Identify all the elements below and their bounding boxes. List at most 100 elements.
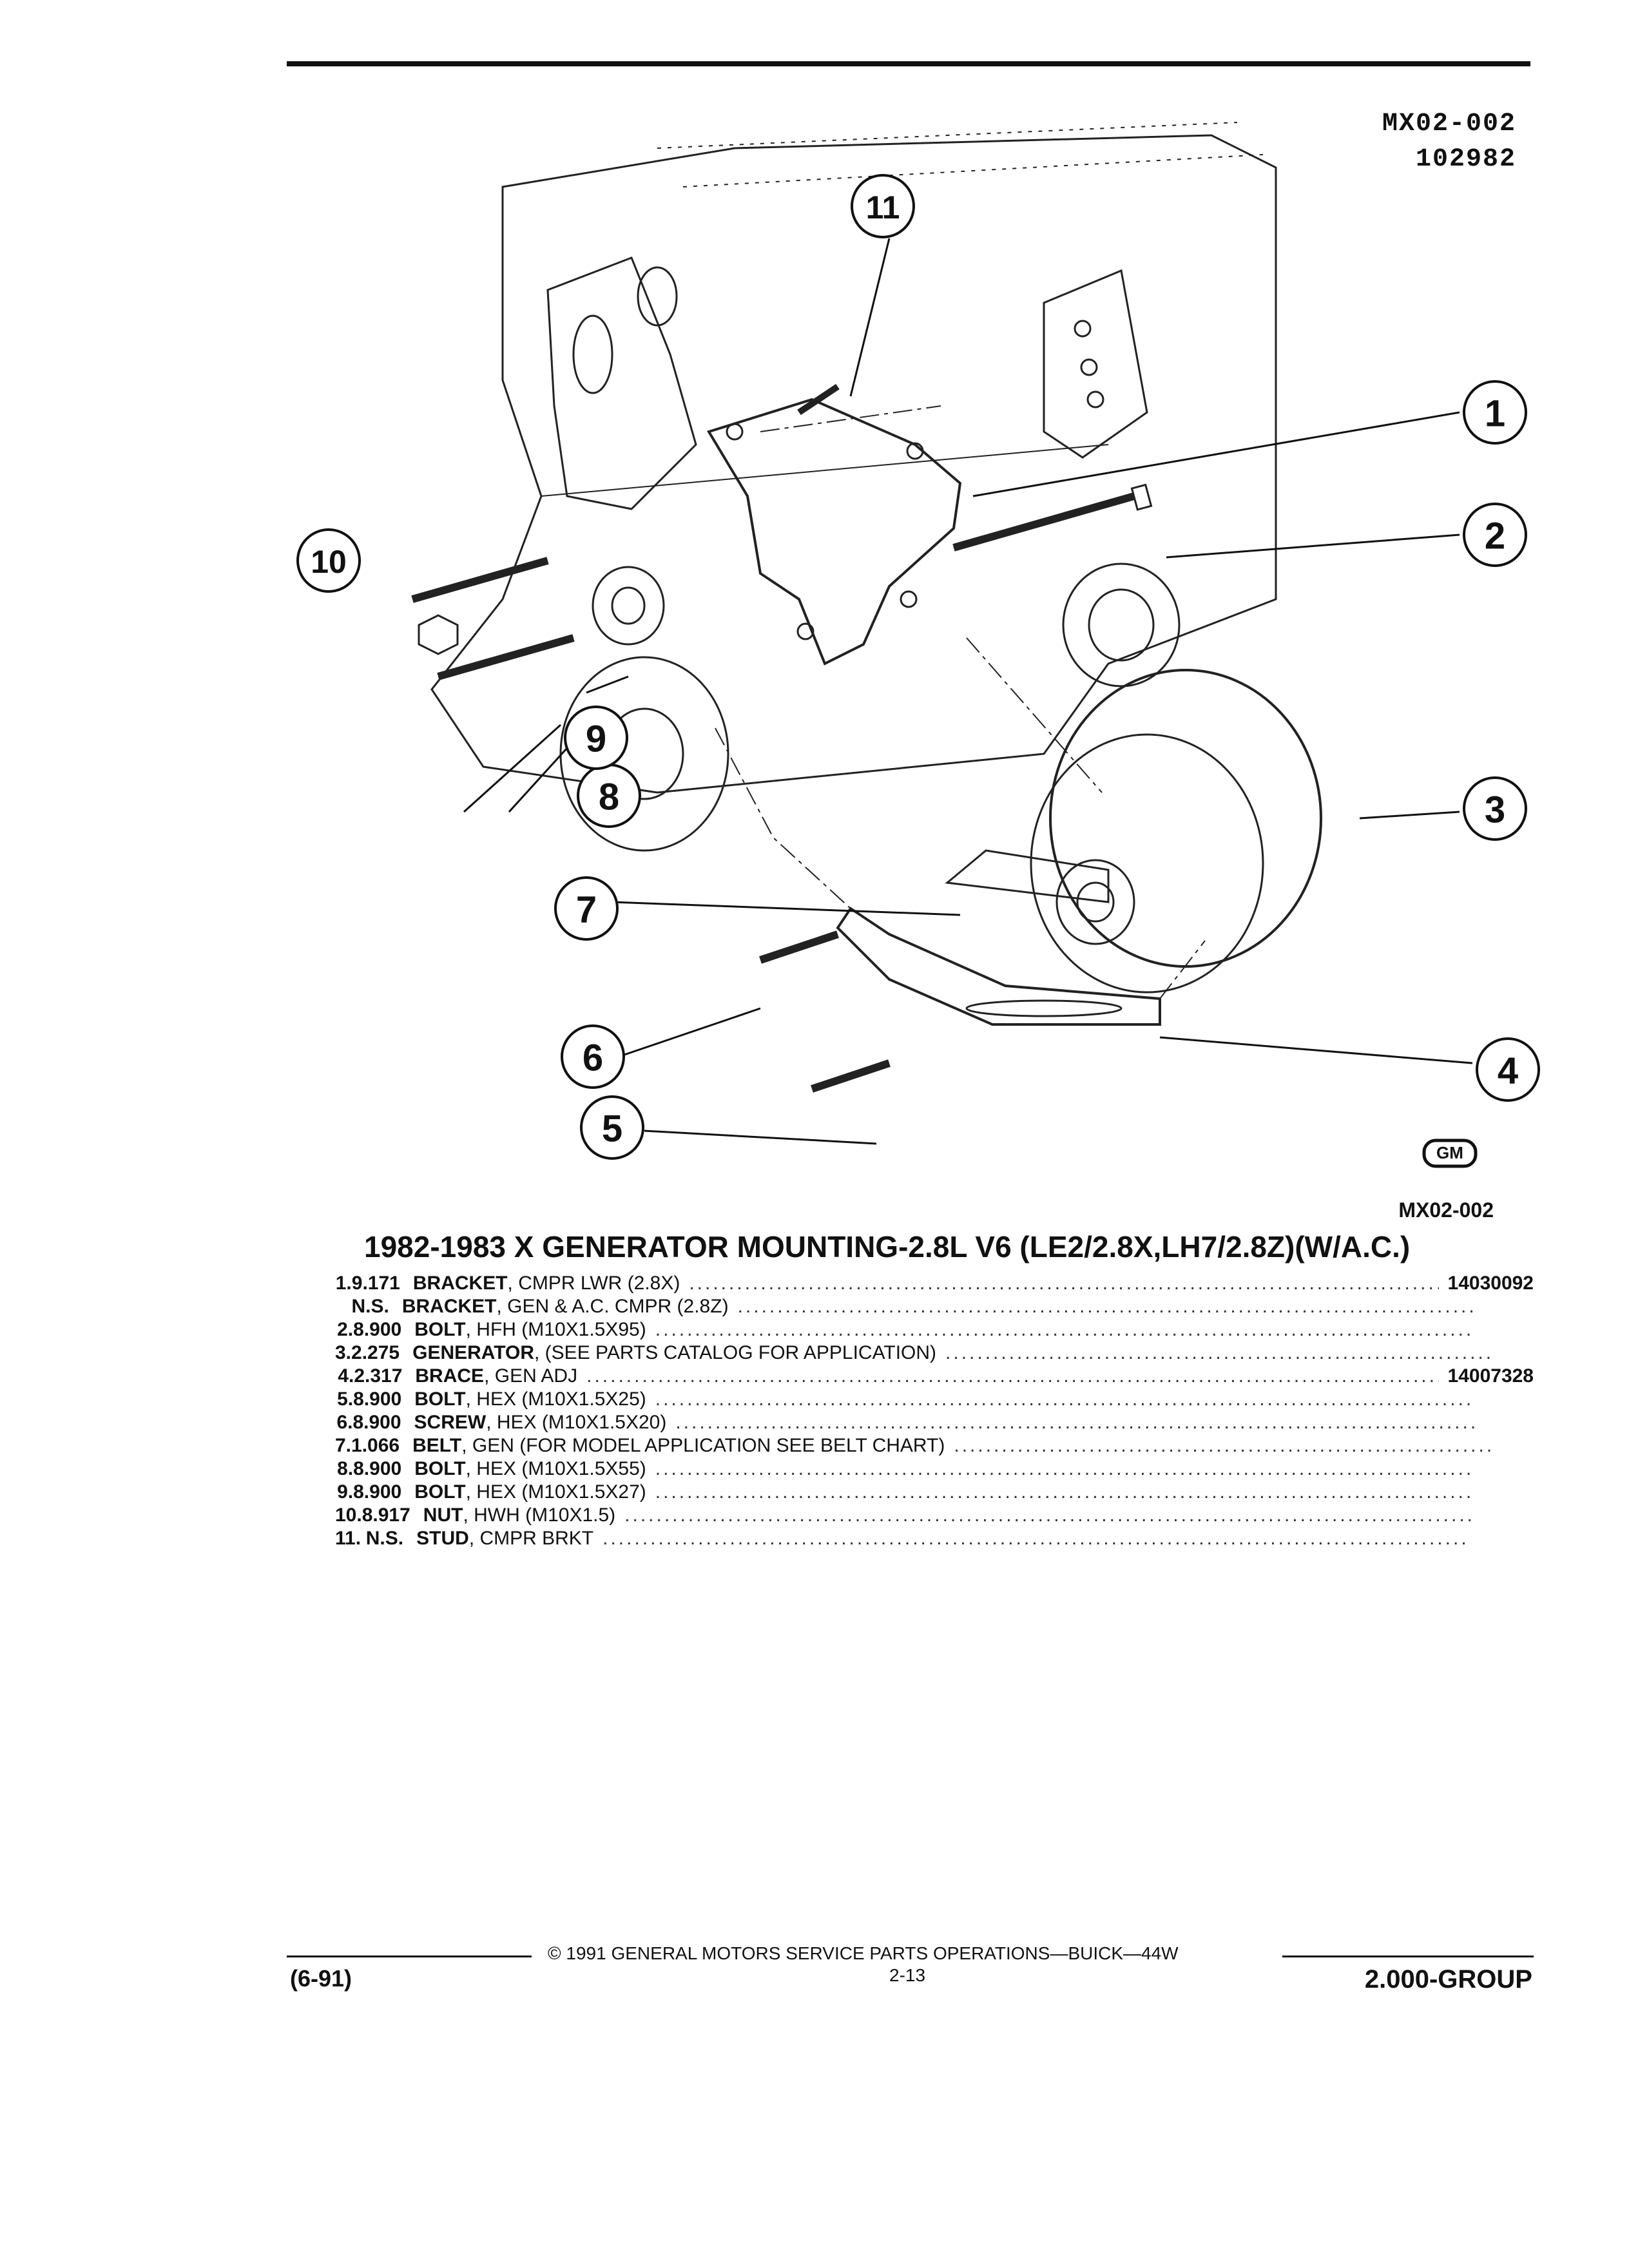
footer-rule-left (287, 1956, 532, 1957)
item-name: SCREW (414, 1412, 487, 1433)
item-name: BELT (412, 1435, 462, 1456)
parts-list-row: 3.2.275 GENERATOR, (SEE PARTS CATALOG FOR… (335, 1342, 1534, 1365)
callout-8: 8 (599, 776, 619, 818)
item-detail: , HEX (M10X1.5X20) (486, 1412, 667, 1433)
generator (1049, 669, 1322, 968)
item-code: 2.317 (354, 1365, 403, 1387)
item-detail: , (SEE PARTS CATALOG FOR APPLICATION) (534, 1342, 937, 1363)
callout-5: 5 (602, 1108, 622, 1150)
parts-list-row: 9.8.900 BOLT, HEX (M10X1.5X27) (335, 1481, 1534, 1504)
dot-leader (602, 1528, 1470, 1550)
item-code: 8.900 (353, 1389, 402, 1410)
item-code: 8.900 (352, 1412, 401, 1433)
item-number: 1. (335, 1273, 352, 1294)
parts-list-row: 6.8.900 SCREW, HEX (M10X1.5X20) (335, 1412, 1534, 1435)
gm-logo-icon: GM (1422, 1139, 1478, 1168)
callout-10: 10 (311, 544, 347, 580)
item-name: BRACKET (412, 1273, 508, 1294)
dot-leader (675, 1412, 1474, 1434)
callout-4: 4 (1498, 1050, 1518, 1092)
item-detail: , GEN (FOR MODEL APPLICATION SEE BELT CH… (461, 1435, 945, 1456)
diagram-caption-code: MX02-002 (1398, 1198, 1494, 1222)
item-code: 8.917 (361, 1504, 410, 1526)
part-number: 14030092 (1447, 1273, 1534, 1294)
item-number: 7. (335, 1435, 352, 1456)
group-number: 2.000-GROUP (1364, 1965, 1532, 1994)
item-name: STUD (416, 1528, 469, 1549)
top-rule (287, 61, 1530, 66)
parts-list-row: 10.8.917 NUT, HWH (M10X1.5) (335, 1504, 1534, 1528)
item-code: 2.275 (351, 1342, 400, 1363)
item-description: BRACE, GEN ADJ (415, 1365, 577, 1387)
footer-rule-right (1282, 1956, 1534, 1957)
item-number: 3. (335, 1342, 352, 1363)
dot-leader (655, 1319, 1473, 1341)
item-description: BOLT, HEX (M10X1.5X55) (414, 1458, 646, 1480)
dot-leader (655, 1458, 1473, 1480)
item-number: 11. (335, 1528, 361, 1549)
dot-leader (945, 1342, 1490, 1364)
item-name: BOLT (414, 1458, 466, 1479)
nut (418, 614, 459, 655)
callout-3: 3 (1485, 789, 1505, 831)
parts-list-row: 5.8.900 BOLT, HEX (M10X1.5X25) (335, 1389, 1534, 1412)
copyright-notice: © 1991 GENERAL MOTORS SERVICE PARTS OPER… (548, 1943, 1179, 1963)
item-detail: , HFH (M10X1.5X95) (465, 1319, 646, 1340)
figure-code: MX02-002 (1382, 110, 1516, 139)
item-detail: , HEX (M10X1.5X25) (465, 1389, 646, 1410)
parts-list-row: 4.2.317 BRACE, GEN ADJ 14007328 (335, 1365, 1534, 1389)
item-name: NUT (423, 1504, 463, 1526)
dot-leader (655, 1481, 1473, 1503)
dot-leader (738, 1296, 1478, 1318)
parts-list-row: 7.1.066 BELT, GEN (FOR MODEL APPLICATION … (335, 1435, 1534, 1458)
item-detail: , HWH (M10X1.5) (463, 1504, 616, 1526)
item-description: SCREW, HEX (M10X1.5X20) (414, 1412, 667, 1434)
item-number: 8. (337, 1458, 354, 1479)
item-detail: , GEN ADJ (484, 1365, 578, 1387)
section-title: 1982-1983 X GENERATOR MOUNTING-2.8L V6 (… (364, 1230, 1411, 1264)
belt (945, 849, 1110, 903)
parts-list-row: 11.N.S.STUD, CMPR BRKT (335, 1528, 1534, 1551)
item-description: BOLT, HFH (M10X1.5X95) (414, 1319, 646, 1341)
revision-date: (6-91) (290, 1965, 352, 1992)
water-pump-pulley (592, 566, 665, 646)
callout-1: 1 (1485, 393, 1505, 435)
generator-mounting-diagram: 1 2 3 4 5 6 7 8 9 10 11 GM (296, 122, 1540, 1168)
item-number: 10. (335, 1504, 362, 1526)
item-code: 8.900 (353, 1319, 402, 1340)
item-detail: , HEX (M10X1.5X27) (465, 1481, 646, 1503)
item-number: 5. (337, 1389, 354, 1410)
figure-number: 102982 (1415, 145, 1516, 174)
item-description: BOLT, HEX (M10X1.5X27) (414, 1481, 646, 1503)
callout-11: 11 (866, 189, 900, 226)
dot-leader (655, 1389, 1473, 1410)
item-detail: , CMPR LWR (2.8X) (507, 1273, 680, 1294)
item-code: 8.900 (353, 1481, 402, 1503)
item-name: BOLT (414, 1389, 466, 1410)
item-detail: , GEN & A.C. CMPR (2.8Z) (496, 1296, 729, 1317)
item-description: STUD, CMPR BRKT (416, 1528, 593, 1550)
item-number: 4. (338, 1365, 354, 1387)
callout-6: 6 (583, 1037, 603, 1079)
item-description: BRACKET, GEN & A.C. CMPR (2.8Z) (402, 1296, 729, 1318)
parts-list-row: N.S. BRACKET, GEN & A.C. CMPR (2.8Z) (335, 1296, 1534, 1319)
item-description: GENERATOR, (SEE PARTS CATALOG FOR APPLIC… (412, 1342, 936, 1364)
item-number: 6. (336, 1412, 353, 1433)
item-description: BELT, GEN (FOR MODEL APPLICATION SEE BEL… (412, 1435, 945, 1457)
callout-2: 2 (1485, 515, 1505, 557)
item-description: BOLT, HEX (M10X1.5X25) (414, 1389, 646, 1410)
dot-leader (624, 1504, 1471, 1526)
item-name: BRACE (415, 1365, 485, 1387)
callout-9: 9 (586, 718, 606, 760)
dot-leader (954, 1435, 1490, 1457)
engine-block (430, 134, 1277, 794)
part-number: 14007328 (1447, 1365, 1534, 1387)
item-code: 1.066 (351, 1435, 400, 1456)
item-number: 9. (337, 1481, 354, 1503)
item-code: N.S. (351, 1296, 389, 1317)
svg-text:GM: GM (1436, 1143, 1463, 1162)
item-number: 2. (337, 1319, 354, 1340)
dot-leader (586, 1365, 1438, 1387)
